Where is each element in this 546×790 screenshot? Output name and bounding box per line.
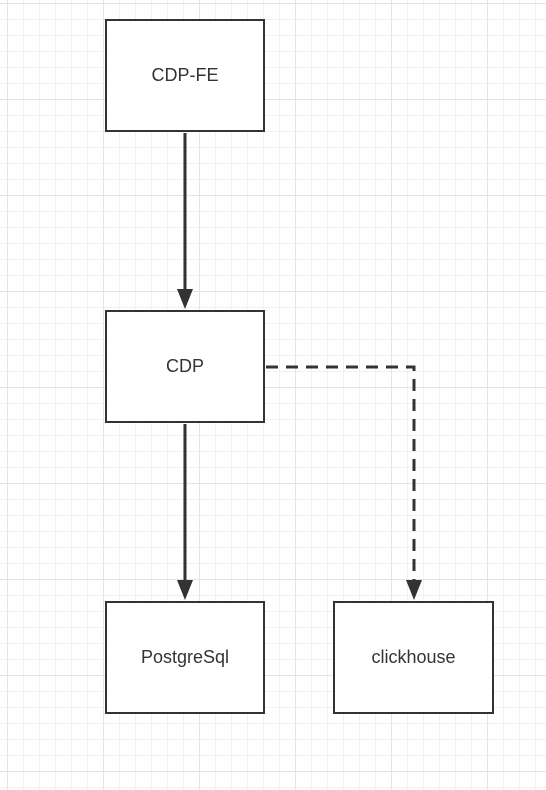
edge-cdp-fe-to-cdp [177, 133, 193, 309]
node-postgresql[interactable]: PostgreSql [105, 601, 265, 714]
edge-cdp-to-clickhouse [266, 365, 422, 600]
node-label: CDP [165, 356, 204, 376]
node-clickhouse[interactable]: clickhouse [333, 601, 494, 714]
arrowhead-icon [177, 580, 193, 600]
node-label: CDP-FE [151, 65, 219, 85]
node-cdp[interactable]: CDP [105, 310, 265, 423]
node-label: PostgreSql [140, 647, 230, 667]
node-cdp-fe[interactable]: CDP-FE [105, 19, 265, 132]
edge-cdp-to-postgresql [177, 424, 193, 600]
node-label: clickhouse [371, 647, 456, 667]
arrowhead-icon [406, 580, 422, 600]
arrowhead-icon [177, 289, 193, 309]
